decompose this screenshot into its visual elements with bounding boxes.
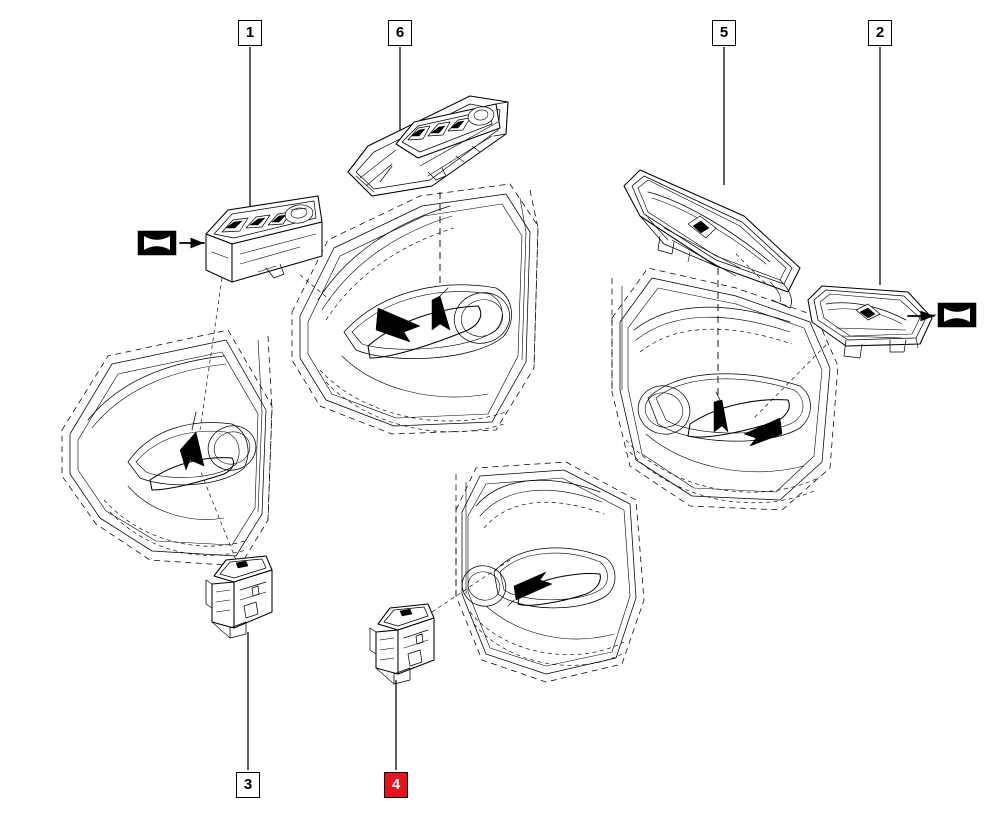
callout-2[interactable]: 2: [868, 20, 892, 46]
callout-4-highlighted[interactable]: 4: [384, 772, 408, 798]
callout-5[interactable]: 5: [712, 20, 736, 46]
marker-right-reference: [923, 302, 977, 328]
part-5-passenger-armrest-panel: [623, 169, 801, 309]
callout-1[interactable]: 1: [238, 20, 262, 46]
part-6-driver-armrest-panel: [347, 95, 509, 197]
rear-left-door-trim-panel: [61, 329, 273, 567]
part-1-driver-master-switch: [205, 195, 323, 283]
front-right-door-trim-panel: [611, 267, 839, 511]
rear-right-door-trim-panel: [455, 461, 645, 683]
front-left-door-trim-panel: [291, 183, 539, 435]
callout-3[interactable]: 3: [236, 772, 260, 798]
part-3-rear-left-switch-module: [205, 555, 273, 639]
marker-left-reference: [137, 230, 205, 256]
part-2-passenger-single-switch: [807, 285, 935, 359]
leader-lines: [247, 47, 881, 770]
part-4-rear-right-switch-module: [369, 603, 435, 685]
callout-6[interactable]: 6: [388, 20, 412, 46]
